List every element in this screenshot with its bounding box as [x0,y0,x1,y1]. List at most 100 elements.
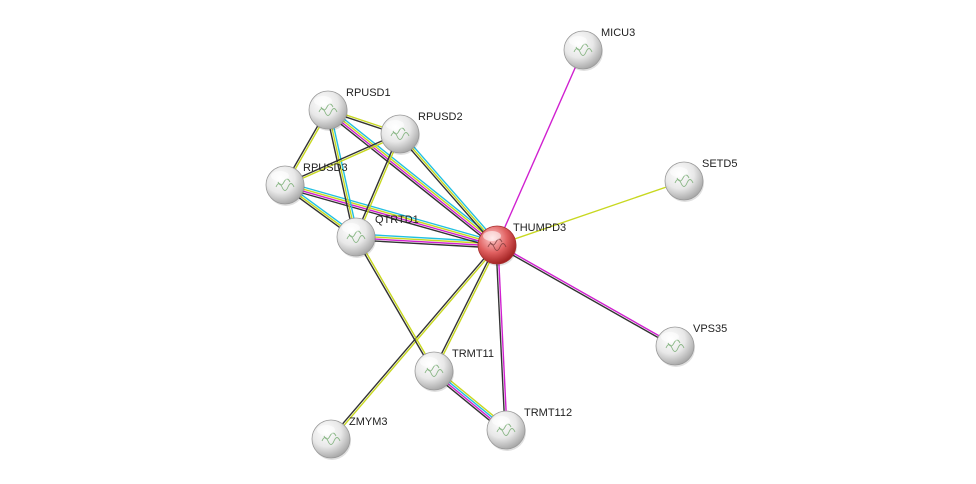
node-gloss [386,120,404,130]
node-rpusd1[interactable]: RPUSD1 [308,87,391,131]
node-zmym3[interactable]: ZMYM3 [311,416,388,460]
node-bubble[interactable] [311,419,351,459]
node-bubble[interactable] [486,410,526,450]
node-bubble[interactable] [563,30,603,70]
edge-qtrtd1-rpusd1[interactable] [325,109,359,238]
edge-line-textmining [285,183,498,245]
node-bubble[interactable] [308,90,348,130]
node-label: TRMT11 [452,348,494,360]
edge-thumpd3-vps35[interactable] [496,243,676,348]
node-gloss [492,416,510,426]
edge-line-coexpression [397,134,497,247]
node-gloss [342,223,360,233]
node-bubble[interactable] [265,165,305,205]
node-bubble[interactable] [414,351,454,391]
edge-line-coexpression [283,187,497,249]
edge-line-coexpression [355,239,497,249]
node-vps35[interactable]: VPS35 [655,323,727,367]
node-micu3[interactable]: MICU3 [563,27,635,71]
node-gloss [271,171,289,181]
protein-structure-icon [275,178,295,191]
node-bubble[interactable] [664,161,704,201]
node-gloss [314,96,332,106]
edge-line-experimental [496,49,584,246]
protein-structure-icon [346,230,366,243]
node-label: THUMPD3 [513,222,566,234]
edge-line-textmining [327,109,357,238]
protein-structure-icon [674,174,694,187]
node-label: SETD5 [702,158,737,170]
protein-structure-icon [424,364,444,377]
node-trmt112[interactable]: TRMT112 [486,407,572,451]
node-setd5[interactable]: SETD5 [664,158,737,202]
edge-line-database [329,107,500,244]
node-label: QTRTD1 [375,214,419,226]
edge-line-textmining [496,180,685,246]
protein-structure-icon [321,432,341,445]
node-gloss [661,332,679,342]
edge-line-database [329,109,359,237]
node-gloss [317,425,335,435]
node-gloss [569,36,587,46]
protein-structure-icon [665,339,685,352]
edge-line-coexpression [496,245,675,348]
node-bubble[interactable] [477,225,517,265]
edge-line-experimental [326,110,497,247]
edge-line-coexpression [495,245,506,431]
edge-line-coexpression [325,111,496,248]
edge-line-coexpression [354,237,434,372]
edge-thumpd3-qtrtd1[interactable] [355,233,498,249]
node-label: RPUSD3 [303,162,348,174]
edge-line-coexpression [329,243,497,439]
node-bubble[interactable] [655,326,695,366]
protein-structure-icon [496,423,516,436]
edge-thumpd3-micu3[interactable] [496,49,584,246]
edge-line-database [356,233,498,243]
node-qtrtd1[interactable]: QTRTD1 [336,214,419,258]
edge-line-textmining [331,245,499,441]
edge-thumpd3-trmt11[interactable] [432,244,499,372]
node-rpusd2[interactable]: RPUSD2 [380,111,463,155]
node-rpusd3[interactable]: RPUSD3 [265,162,348,206]
edge-thumpd3-rpusd2[interactable] [397,132,500,247]
node-gloss [420,357,438,367]
edge-line-experimental [355,237,497,247]
node-label: VPS35 [693,323,727,335]
edge-thumpd3-zmym3[interactable] [329,243,499,441]
protein-structure-icon [487,238,507,251]
edge-thumpd3-rpusd3[interactable] [283,181,499,249]
protein-structure-icon [318,103,338,116]
node-gloss [670,167,688,177]
node-gloss [483,231,501,241]
edge-line-coexpression [432,244,497,371]
node-thumpd3[interactable]: THUMPD3 [477,222,566,266]
edge-line-experimental [497,243,676,346]
protein-structure-icon [573,43,593,56]
edge-line-database [285,181,499,243]
protein-structure-icon [390,127,410,140]
edge-line-textmining [434,245,499,372]
node-bubble[interactable] [336,217,376,257]
edge-line-database [400,132,500,245]
edge-line-textmining [328,108,499,245]
edge-line-textmining [356,236,436,371]
edge-line-experimental [497,244,508,430]
node-bubble[interactable] [380,114,420,154]
edge-line-textmining [356,235,498,245]
edge-qtrtd1-trmt11[interactable] [354,236,436,372]
node-trmt11[interactable]: TRMT11 [414,348,494,392]
edge-thumpd3-rpusd1[interactable] [325,107,500,248]
edge-line-coexpression [325,110,355,238]
node-label: ZMYM3 [349,416,388,428]
edge-thumpd3-trmt112[interactable] [495,244,508,431]
edge-line-experimental [284,185,497,247]
edge-thumpd3-setd5[interactable] [496,180,685,246]
edge-rpusd2-rpusd3[interactable] [284,132,401,187]
node-label: TRMT112 [524,407,572,419]
node-label: RPUSD1 [346,87,391,99]
edge-line-textmining [285,134,401,187]
node-label: RPUSD2 [418,111,463,123]
edge-line-textmining [399,133,498,246]
